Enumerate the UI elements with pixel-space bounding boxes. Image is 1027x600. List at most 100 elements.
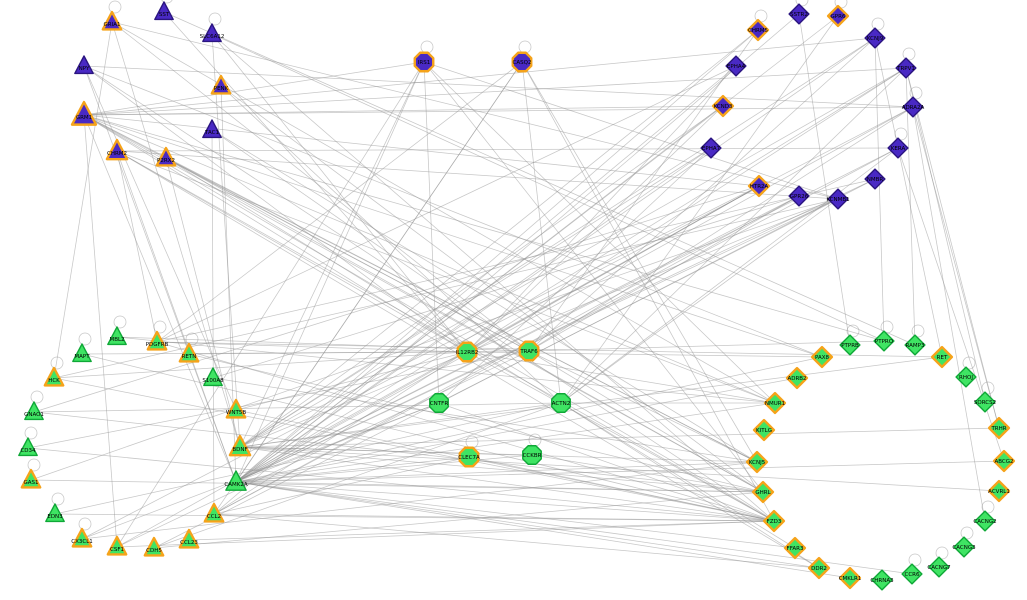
edge <box>54 513 775 522</box>
node-KCNJ9[interactable]: KCNJ9 <box>864 27 886 49</box>
node-SST[interactable]: SST <box>154 1 174 21</box>
self-loop <box>908 553 922 567</box>
octagon-shape <box>522 445 542 465</box>
node-NMBR[interactable]: NMBR <box>864 168 886 190</box>
node-KITLG[interactable]: KITLG <box>752 418 776 442</box>
node-ACVRL1[interactable]: ACVRL1 <box>987 479 1011 503</box>
self-loop <box>795 0 809 7</box>
node-BDNF[interactable]: BDNF <box>228 434 252 457</box>
node-CNTFR[interactable]: CNTFR <box>429 393 449 413</box>
edge <box>27 350 530 449</box>
node-CHRM2[interactable]: CHRM2 <box>105 138 129 161</box>
node-KCNJ5[interactable]: KCNJ5 <box>745 450 769 474</box>
edge <box>153 402 562 549</box>
node-ADRA2A[interactable]: ADRA2A <box>902 96 925 118</box>
octagon-shape <box>456 341 478 363</box>
node-CACNG3[interactable]: CACNG3 <box>952 536 976 558</box>
node-ADRB2[interactable]: ADRB2 <box>785 366 809 390</box>
edge <box>83 67 907 116</box>
node-GRM1[interactable]: GRM1 <box>70 100 98 126</box>
node-CCR6[interactable]: CCR6 <box>901 563 923 585</box>
node-PTPRB[interactable]: PTPRB <box>839 334 861 356</box>
node-CASQ2[interactable]: CASQ2 <box>511 51 533 73</box>
edge <box>560 15 839 404</box>
node-CX3CL1[interactable]: CX3CL1 <box>71 527 93 548</box>
edge <box>116 150 468 353</box>
node-MAPT[interactable]: MAPT <box>72 343 92 363</box>
diamond-shape <box>746 18 770 42</box>
triangle-shape <box>154 1 174 21</box>
triangle-shape <box>178 342 200 363</box>
diamond-shape <box>930 345 954 369</box>
node-TRAF6[interactable]: TRAF6 <box>518 340 540 362</box>
edge <box>211 129 215 515</box>
node-FFAR3[interactable]: FFAR3 <box>783 536 807 560</box>
node-CLEC7A[interactable]: CLEC7A <box>458 446 480 468</box>
edge <box>438 402 775 522</box>
node-GPR26[interactable]: GPR26 <box>788 185 810 207</box>
node-CHRM5[interactable]: CHRM5 <box>746 18 770 42</box>
node-DDR2[interactable]: DDR2 <box>807 556 831 580</box>
self-loop <box>78 517 92 531</box>
edge <box>874 37 943 358</box>
self-loop <box>880 320 894 334</box>
node-CMKLR1[interactable]: CMKLR1 <box>839 566 862 590</box>
node-GNAO1[interactable]: GNAO1 <box>24 401 44 421</box>
node-SLC6A12[interactable]: SLC6A12 <box>200 23 225 43</box>
triangle-shape <box>202 23 222 43</box>
node-IRS1[interactable]: IRS1 <box>413 51 435 73</box>
node-GPR6[interactable]: GPR6 <box>826 4 850 28</box>
self-loop <box>960 526 974 540</box>
edge <box>528 37 876 352</box>
edge <box>213 456 470 515</box>
diamond-shape <box>864 27 886 49</box>
node-RAMP3[interactable]: RAMP3 <box>904 334 926 356</box>
diamond-shape <box>902 96 924 118</box>
edge <box>33 185 760 413</box>
node-CCKBR[interactable]: CCKBR <box>522 445 542 465</box>
triangle-shape <box>71 527 93 548</box>
self-loop <box>909 86 923 100</box>
node-NPY[interactable]: NPY <box>74 55 94 75</box>
node-TRHR[interactable]: TRHR <box>987 416 1011 440</box>
edge <box>528 340 885 352</box>
edge <box>528 106 914 352</box>
self-loop <box>78 332 92 346</box>
node-GAS1[interactable]: GAS1 <box>20 468 42 489</box>
node-KERA[interactable]: KERA <box>887 137 909 159</box>
node-IL12RB2[interactable]: IL12RB2 <box>456 341 479 363</box>
edge <box>528 195 800 352</box>
node-CCL23[interactable]: CCL23 <box>178 528 200 549</box>
edge <box>165 157 764 493</box>
node-CACNG7[interactable]: CACNG7 <box>927 556 951 578</box>
edge <box>156 65 737 343</box>
node-SORCS2[interactable]: SORCS2 <box>974 391 996 413</box>
edge <box>213 147 899 515</box>
edge <box>213 13 800 515</box>
node-PDGFRB[interactable]: PDGFRB <box>146 330 169 351</box>
node-RET[interactable]: RET <box>930 345 954 369</box>
node-GRIA1[interactable]: GRIA1 <box>101 10 123 31</box>
edge <box>83 105 724 116</box>
triangle-shape <box>43 366 65 387</box>
node-S100A8[interactable]: S100A8 <box>202 367 224 387</box>
node-ACTN2[interactable]: ACTN2 <box>551 393 571 413</box>
edge <box>116 350 530 548</box>
node-SSTR2[interactable]: SSTR2 <box>788 3 810 25</box>
node-KCNMB1[interactable]: KCNMB1 <box>826 188 850 210</box>
node-GHRL[interactable]: GHRL <box>751 480 775 504</box>
node-CSF1[interactable]: CSF1 <box>106 535 128 556</box>
edge <box>116 336 776 404</box>
edge <box>83 106 914 116</box>
node-MBL2[interactable]: MBL2 <box>107 326 127 346</box>
node-FZD3[interactable]: FZD3 <box>762 509 786 533</box>
edge <box>156 341 468 353</box>
node-ABCG2[interactable]: ABCG2 <box>992 449 1016 473</box>
node-CDH5[interactable]: CDH5 <box>143 536 165 557</box>
node-CACNG2[interactable]: CACNG2 <box>973 510 997 532</box>
self-loop <box>935 546 949 560</box>
node-PAX8[interactable]: PAX8 <box>810 345 834 369</box>
node-CHRNA3[interactable]: CHRNA3 <box>870 569 894 591</box>
node-PENK[interactable]: PENK <box>210 74 232 95</box>
